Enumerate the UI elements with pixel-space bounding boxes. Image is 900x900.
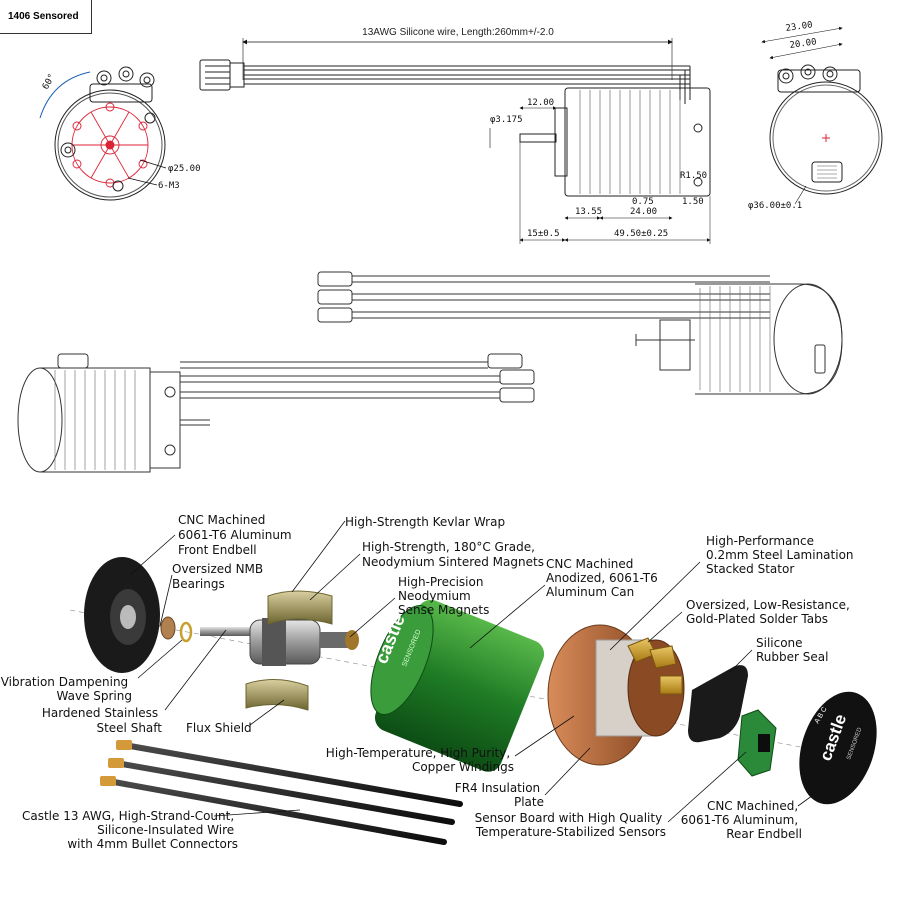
label-seal: Silicone Rubber Seal <box>756 636 828 664</box>
label-stator: High-Performance 0.2mm Steel Lamination … <box>706 534 857 576</box>
side-view-drawing <box>199 59 711 197</box>
label-magnets: High-Strength, 180°C Grade, Neodymium Si… <box>362 540 544 569</box>
angle-dim: 60° <box>41 72 58 91</box>
stator-part <box>547 624 685 766</box>
label-wave-spring: Vibration Dampening Wave Spring <box>1 675 132 703</box>
front-view-drawing <box>39 66 166 201</box>
label-solder-tabs: Oversized, Low-Resistance, Gold-Plated S… <box>686 598 854 626</box>
label-sensor-board: Sensor Board with High Quality Temperatu… <box>475 811 666 839</box>
dim-36: φ36.00±0.1 <box>748 201 802 211</box>
label-shaft: Hardened Stainless Steel Shaft <box>42 706 162 735</box>
rotor-part <box>200 618 359 666</box>
rear-endbell-part: castle SENSORED A B C <box>799 691 877 805</box>
label-windings: High-Temperature, High Purity, Copper Wi… <box>326 746 514 774</box>
silicone-seal-part <box>688 665 748 743</box>
dim-shaft: φ3.175 <box>490 115 523 125</box>
iso-view-right <box>317 271 843 395</box>
model-tag: 1406 Sensored <box>0 0 92 34</box>
label-sense-magnets: High-Precision Neodymium Sense Magnets <box>398 575 489 617</box>
sensor-board-part <box>737 709 777 777</box>
dim-075: 0.75 <box>632 197 654 207</box>
front-endbell-part <box>84 557 160 673</box>
iso-view-left <box>17 353 535 473</box>
dim-4950: 49.50±0.25 <box>614 229 668 239</box>
magnet-top-part <box>267 590 333 625</box>
m3-dim: 6-M3 <box>158 181 180 191</box>
dim-1355: 13.55 <box>575 207 602 217</box>
label-fr4: FR4 Insulation Plate <box>455 781 544 809</box>
label-can: CNC Machined Anodized, 6061-T6 Aluminum … <box>546 557 662 599</box>
label-flux-shield: Flux Shield <box>186 721 252 735</box>
label-kevlar: High-Strength Kevlar Wrap <box>345 515 505 529</box>
diameter-25-dim: φ25.00 <box>168 164 201 174</box>
label-rear-endbell: CNC Machined, 6061-T6 Aluminum, Rear End… <box>681 799 802 841</box>
label-wire: Castle 13 AWG, High-Strand-Count, Silico… <box>22 809 238 851</box>
bearing-part <box>160 616 193 643</box>
dim-12: 12.00 <box>527 98 554 108</box>
wire-spec-label: 13AWG Silicone wire, Length:260mm+/-2.0 <box>362 27 554 38</box>
dim-15: 15±0.5 <box>527 229 560 239</box>
dim-r150: R1.50 <box>680 171 707 181</box>
label-bearings: Oversized NMB Bearings <box>172 562 267 591</box>
dim-24: 24.00 <box>630 207 657 217</box>
wire-bundle-part <box>100 740 463 845</box>
dim-150: 1.50 <box>682 197 704 207</box>
label-front-endbell: CNC Machined 6061-T6 Aluminum Front Endb… <box>178 513 295 557</box>
dim-23: 23.00 <box>785 20 813 34</box>
magnet-bottom-part <box>245 678 309 711</box>
dim-20: 20.00 <box>789 37 817 51</box>
rear-view-drawing <box>769 64 883 195</box>
